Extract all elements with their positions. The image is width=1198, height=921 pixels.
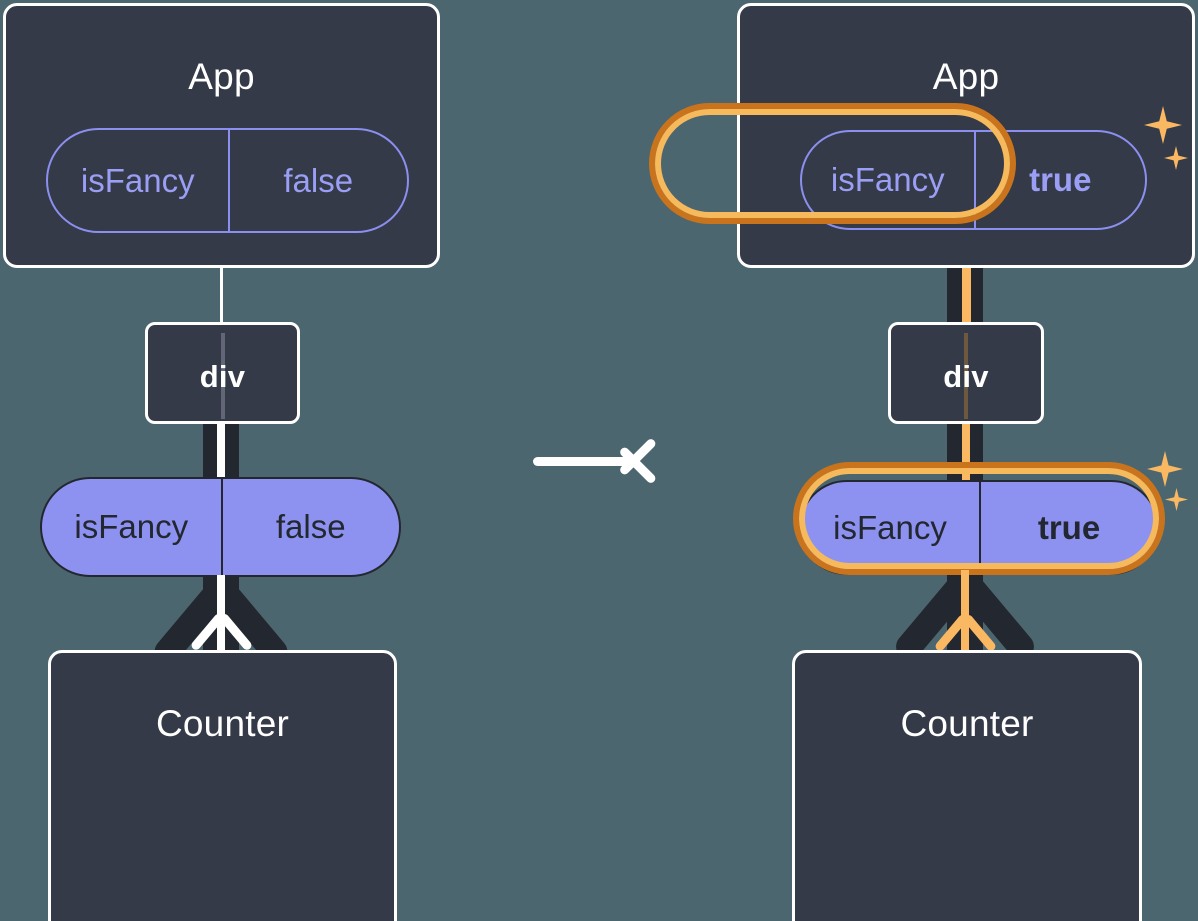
- connector-div-to-prop-core: [217, 424, 225, 480]
- app-title: App: [188, 56, 255, 97]
- div-element-box: div: [145, 322, 300, 424]
- counter-title: Counter: [155, 703, 290, 744]
- counter-title: Counter: [900, 703, 1034, 744]
- app-title: App: [932, 56, 1000, 97]
- connector-app-to-div-core: [962, 226, 971, 324]
- div-title: div: [199, 359, 246, 394]
- connector-through-div: [221, 333, 225, 419]
- connector-app-to-div: [220, 268, 223, 324]
- app-component-box: App isFancy true: [737, 3, 1195, 268]
- div-element-box: div: [888, 322, 1044, 424]
- counter-component-box: Counter count 3: [48, 650, 397, 921]
- prop-pill: isFancy false: [40, 477, 401, 577]
- app-state-value: true: [973, 132, 1146, 228]
- transition-arrow-shaft: [533, 457, 629, 466]
- app-state-pill: isFancy true: [800, 130, 1147, 230]
- after-panel: App isFancy true div isFancy true: [599, 0, 1198, 921]
- counter-component-box: Counter count 3: [792, 650, 1142, 921]
- sparkle-icon: [1147, 451, 1183, 487]
- prop-key: isFancy: [833, 508, 947, 546]
- connector-through-div: [964, 333, 968, 419]
- app-state-value: false: [227, 130, 408, 231]
- prop-key: isFancy: [74, 508, 189, 545]
- prop-value: false: [220, 479, 400, 575]
- app-state-key: isFancy: [80, 161, 195, 199]
- sparkle-icon: [1165, 488, 1188, 511]
- connector-div-to-prop-core: [962, 424, 970, 480]
- before-panel: App isFancy false div isFancy false: [3, 3, 440, 921]
- app-state-key: isFancy: [830, 161, 945, 198]
- app-component-box: App isFancy false: [3, 3, 440, 268]
- prop-value: true: [979, 482, 1157, 573]
- transition-arrow-icon: [533, 430, 658, 492]
- app-state-pill: isFancy false: [46, 128, 409, 233]
- prop-pill: isFancy true: [799, 480, 1159, 575]
- div-title: div: [943, 359, 989, 394]
